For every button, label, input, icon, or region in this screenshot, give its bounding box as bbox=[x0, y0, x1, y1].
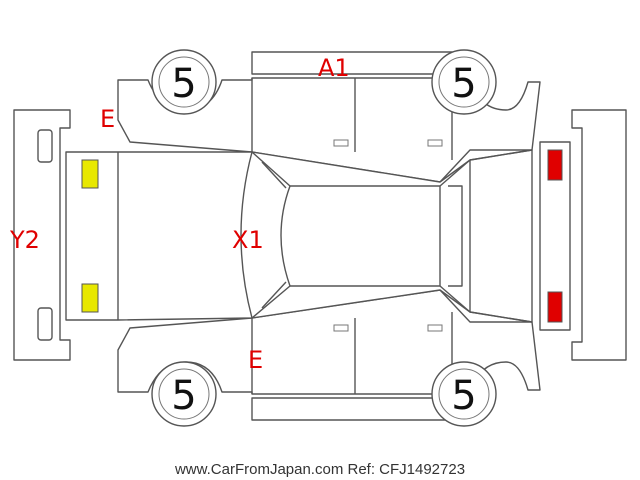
tire-front-left: 5 bbox=[151, 49, 217, 115]
damage-mark-a1: A1 bbox=[318, 54, 350, 82]
front-lamp-bottom bbox=[81, 283, 99, 313]
damage-mark-e-top: E bbox=[100, 105, 115, 133]
front-lamp-top bbox=[81, 159, 99, 189]
rear-bumper bbox=[571, 109, 627, 361]
rear-lamp-bottom bbox=[547, 291, 563, 323]
front-bumper bbox=[13, 109, 71, 361]
tire-score-front-left: 5 bbox=[171, 61, 196, 107]
tire-score-rear-left: 5 bbox=[171, 373, 196, 419]
tire-front-right: 5 bbox=[431, 49, 497, 115]
damage-mark-x1: X1 bbox=[232, 226, 264, 254]
front-lamps bbox=[81, 159, 99, 313]
tire-score-front-right: 5 bbox=[451, 61, 476, 107]
rear-lamp-top bbox=[547, 149, 563, 181]
tire-score-rear-right: 5 bbox=[451, 373, 476, 419]
rear-lamps bbox=[539, 141, 571, 331]
car-body bbox=[65, 149, 533, 323]
reference-footer: www.CarFromJapan.com Ref: CFJ1492723 bbox=[174, 461, 465, 478]
tire-rear-right: 5 bbox=[431, 361, 497, 427]
damage-mark-y2: Y2 bbox=[9, 226, 40, 254]
tire-rear-left: 5 bbox=[151, 361, 217, 427]
damage-mark-e-bottom: E bbox=[248, 346, 263, 374]
